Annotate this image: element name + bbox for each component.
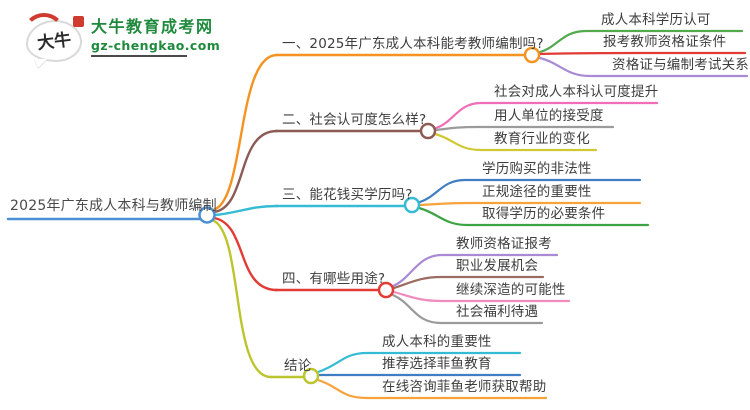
leaf-3-1-label: 学历购买的非法性 — [482, 161, 592, 177]
leaf-1-3-connector-line — [538, 56, 749, 78]
leaf-2-1-label: 社会对成人本科认可度提升 — [494, 84, 659, 100]
leaf-4-3-label: 继续深造的可能性 — [456, 282, 566, 298]
leaf-5-2-label: 推荐选择菲鱼教育 — [382, 356, 492, 372]
leaf-2-2-label: 用人单位的接受度 — [494, 108, 604, 124]
central-node-label: 2025年广东成人本科与教师编制 — [10, 198, 217, 214]
branch-1-title: 一、2025年广东成人本科能考教师编制吗? — [282, 36, 544, 52]
branch-5-node-circle — [302, 367, 320, 385]
leaf-1-2-label: 报考教师资格证条件 — [603, 34, 727, 50]
logo-red-arc-icon — [23, 13, 65, 33]
branch-2-node-circle — [419, 122, 437, 140]
branch-4-title: 四、有哪些用途? — [282, 271, 386, 287]
site-name: 大牛教育成考网 — [91, 17, 214, 36]
leaf-5-1-connector-line — [316, 351, 522, 374]
leaf-2-3-connector-line — [433, 132, 598, 152]
leaf-4-2-connector-line — [392, 275, 545, 290]
leaf-3-3-connector-line — [417, 206, 650, 227]
leaf-4-2-label: 职业发展机会 — [456, 258, 539, 274]
branch-1-node-circle — [523, 46, 541, 64]
leaf-4-1-label: 教师资格证报考 — [456, 236, 552, 252]
leaf-4-3-connector-line — [392, 290, 571, 303]
leaf-3-2-label: 正规途径的重要性 — [482, 184, 592, 200]
branch-1-connector-line — [211, 53, 279, 212]
logo-text-block: 大牛教育成考网 gz-chengkao.com — [91, 13, 220, 62]
branch-5-connector-line — [210, 218, 273, 379]
leaf-3-2-connector-line — [418, 201, 642, 207]
logo-red-seal-icon — [73, 16, 84, 27]
leaf-1-1-connector-line — [538, 29, 744, 54]
site-logo: 大牛 大牛教育成考网 gz-chengkao.com — [23, 13, 220, 68]
leaf-1-1-label: 成人本科学历认可 — [601, 12, 711, 28]
logo-divider-line — [91, 55, 187, 57]
branch-4-node-circle — [377, 281, 395, 299]
branch-5-title: 结论 — [284, 358, 312, 374]
leaf-2-2-connector-line — [434, 125, 615, 132]
branch-2-title: 二、社会认可度怎么样? — [282, 112, 427, 128]
leaf-4-4-connector-line — [391, 293, 544, 325]
site-url: gz-chengkao.com — [91, 38, 221, 53]
logo-bubble-tail — [34, 59, 47, 68]
leaf-5-3-label: 在线咨询菲鱼老师获取帮助 — [382, 379, 547, 395]
leaf-1-3-label: 资格证与编制考试关系 — [612, 57, 749, 73]
leaf-5-1-label: 成人本科的重要性 — [382, 334, 492, 350]
branch-3-node-circle — [403, 196, 421, 214]
branch-3-title: 三、能花钱买学历吗? — [282, 187, 413, 203]
leaf-2-3-label: 教育行业的变化 — [494, 131, 590, 147]
leaf-2-1-connector-line — [434, 101, 659, 130]
leaf-1-2-connector-line — [538, 51, 747, 56]
central-node-circle — [198, 206, 216, 224]
leaf-5-3-connector-line — [316, 378, 548, 400]
branch-4-connector-line — [212, 216, 279, 292]
logo-speech-bubble-icon: 大牛 — [23, 13, 84, 68]
leaf-3-3-label: 取得学历的必要条件 — [482, 206, 606, 222]
branch-2-connector-line — [212, 129, 279, 214]
branch-3-connector-line — [213, 204, 279, 217]
logo-bubble-text: 大牛 — [36, 29, 73, 54]
leaf-4-1-connector-line — [391, 253, 559, 288]
leaf-3-1-connector-line — [418, 178, 642, 204]
leaf-4-4-label: 社会福利待遇 — [456, 304, 539, 320]
